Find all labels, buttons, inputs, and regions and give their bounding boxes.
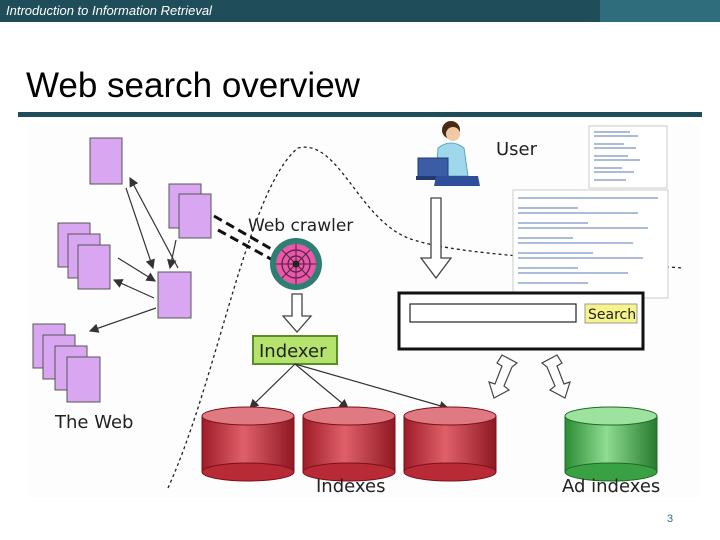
- search-button-label: Search: [588, 307, 636, 323]
- indexer-to-index-arrows: [249, 363, 450, 411]
- web-page: [66, 356, 101, 403]
- web-page: [89, 137, 123, 185]
- search-input: [409, 303, 577, 323]
- indexes-label: Indexes: [316, 476, 385, 497]
- search-results-page: [512, 125, 669, 299]
- user-label: User: [496, 139, 538, 160]
- search-ad-arrow: [540, 354, 571, 399]
- course-title: Introduction to Information Retrieval: [6, 3, 212, 18]
- ad-index-cylinder: [564, 406, 658, 482]
- slide-title: Web search overview: [26, 66, 360, 105]
- crawler-to-indexer-arrow: [281, 293, 313, 333]
- link-arrows: [88, 176, 179, 333]
- web-pages: [32, 137, 212, 403]
- the-web-label: The Web: [54, 412, 133, 433]
- header-bar: Introduction to Information Retrieval: [0, 0, 720, 22]
- header-bar-accent: [600, 0, 720, 22]
- page-number: 3: [667, 513, 674, 525]
- search-index-arrow: [488, 354, 519, 399]
- user-at-laptop-icon: [416, 121, 480, 186]
- search-button: [584, 303, 638, 324]
- title-underline: [18, 112, 702, 117]
- web-boundary-curve: [167, 146, 684, 489]
- spider-web-icon: [270, 238, 322, 290]
- index-cylinder: [403, 406, 497, 482]
- header-bar-dark: [0, 0, 600, 22]
- ad-indexes-label: Ad indexes: [562, 476, 660, 497]
- index-cylinder: [201, 406, 295, 482]
- web-search-diagram: Web crawler Indexer: [28, 121, 700, 498]
- index-cylinder: [302, 406, 396, 482]
- indexer-label: Indexer: [259, 341, 327, 362]
- index-cylinders: [201, 406, 497, 482]
- web-crawler-label: Web crawler: [248, 216, 353, 236]
- web-page: [157, 271, 192, 319]
- user-to-search-arrow: [419, 197, 453, 280]
- web-page: [178, 193, 212, 239]
- indexer-box: [252, 335, 338, 365]
- crawler-links: [213, 214, 281, 266]
- web-page: [77, 244, 111, 290]
